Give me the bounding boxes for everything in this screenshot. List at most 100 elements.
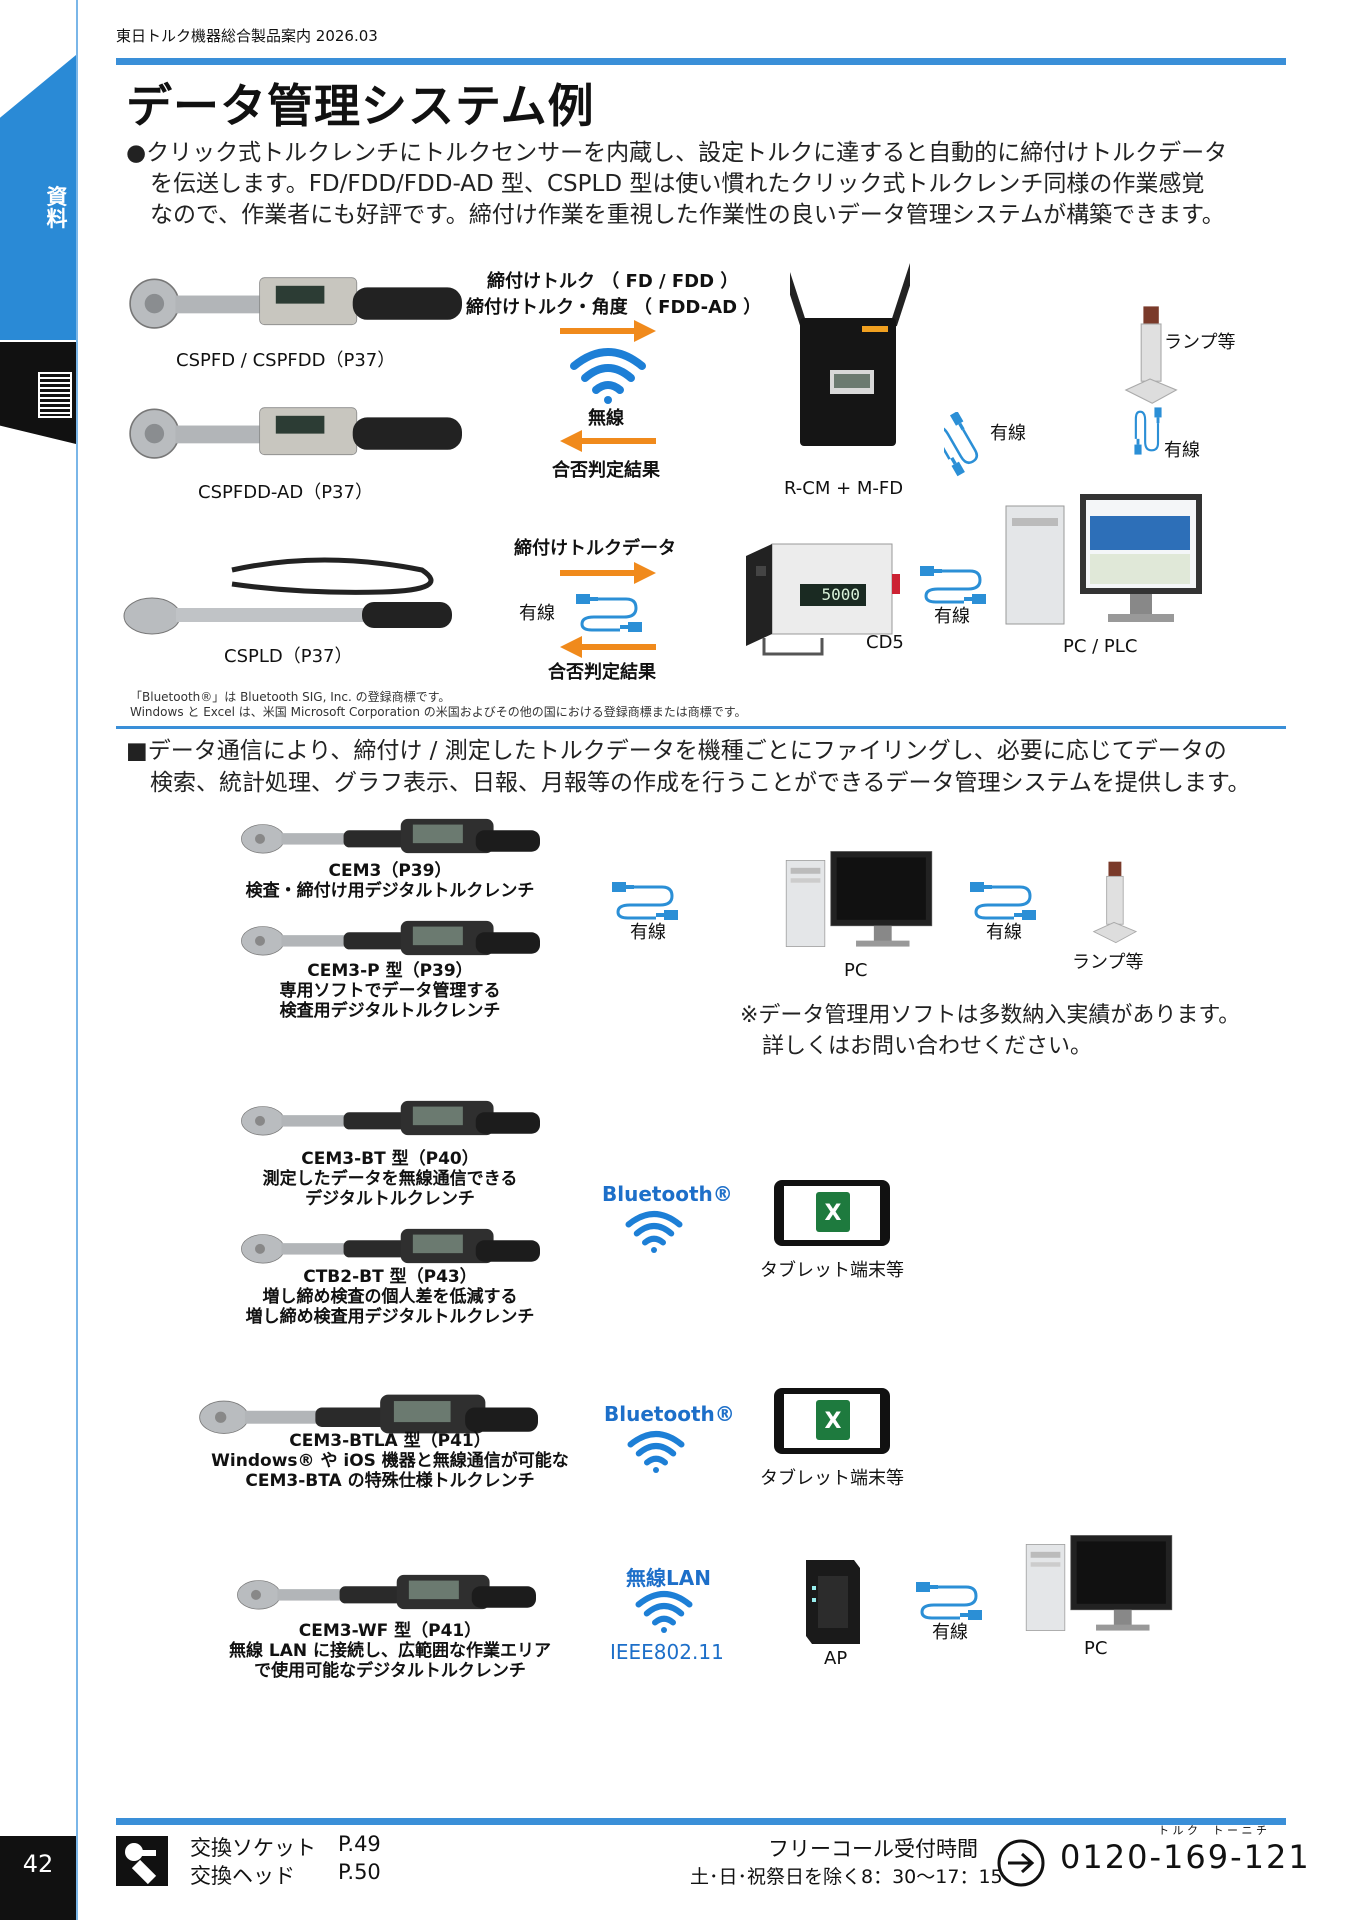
cd5-device-image: 5000: [742, 534, 902, 656]
tablet-image-2: [772, 1386, 892, 1456]
ieee-label: IEEE802.11: [610, 1640, 724, 1664]
cspfdd-ad-wrench-image: [122, 392, 462, 472]
cable-icon-c: [574, 588, 644, 638]
cem3bt-name: CEM3-BT 型（P40）: [301, 1149, 479, 1169]
wireless-label: 無線: [588, 408, 624, 429]
pc-label-1: PC: [844, 960, 868, 981]
lamp-image-2: [1086, 858, 1142, 950]
cem3btla-desc-1: Windows® や iOS 機器と無線通信が可能な: [211, 1451, 569, 1471]
cem3btla-desc-2: CEM3-BTA の特殊仕様トルクレンチ: [245, 1471, 535, 1491]
cem3bt-desc-1: 測定したデータを無線通信できる: [262, 1169, 518, 1189]
section-divider: [116, 726, 1286, 729]
freecall-label: フリーコール受付時間: [768, 1837, 978, 1861]
cd5-display: 5000: [800, 584, 866, 606]
cspld-label: CSPLD（P37）: [224, 646, 353, 667]
tablet-image-1: [772, 1178, 892, 1248]
lamp-label-2: ランプ等: [1072, 952, 1144, 973]
cspld-wrench-image: [123, 557, 452, 635]
ap-label: AP: [824, 1648, 848, 1669]
cd5-label: CD5: [866, 632, 904, 653]
return-arrow-icon: [560, 430, 656, 452]
torque-label-line2: 締付けトルク・角度 （ FDD-AD ）: [466, 297, 762, 318]
bluetooth-wireless-icon-2: [626, 1428, 686, 1473]
cable-icon-b: [1114, 406, 1164, 482]
wired-label-c: 有線: [519, 603, 555, 624]
software-note-2: 詳しくはお問い合わせください。: [762, 1034, 1093, 1059]
ctb2bt-desc-2: 増し締め検査用デジタルトルクレンチ: [245, 1307, 535, 1327]
torque-label-line1: 締付けトルク （ FD / FDD ）: [487, 271, 739, 292]
freecall-phone[interactable]: 0120-169-121: [1060, 1838, 1311, 1876]
cem3wf-desc-2: で使用可能なデジタルトルクレンチ: [254, 1661, 526, 1681]
send-arrow-icon: [560, 320, 656, 342]
cem3btla-name: CEM3-BTLA 型（P41）: [289, 1431, 491, 1451]
book-icon: [38, 372, 72, 418]
cem3wf-name: CEM3-WF 型（P41）: [298, 1621, 482, 1641]
arrow-circle-icon: [997, 1839, 1045, 1887]
phone-ruby: ト ル ク ト ー ニ チ: [1158, 1824, 1267, 1837]
footer-head: 交換ヘッド: [190, 1864, 295, 1888]
bluetooth-wireless-icon-1: [624, 1208, 684, 1253]
footer-socket-page[interactable]: P.49: [338, 1832, 381, 1856]
result-label-1: 合否判定結果: [552, 460, 660, 481]
pc-plc-label: PC / PLC: [1063, 636, 1138, 657]
pc-image-1: [784, 850, 934, 954]
wireless-lan-icon: [634, 1588, 694, 1633]
wired-label-a: 有線: [990, 423, 1026, 444]
pc-image-2: [1024, 1534, 1174, 1638]
software-note-1: ※データ管理用ソフトは多数納入実績があります。: [740, 1003, 1241, 1028]
trademark-note-1: 「Bluetooth®」は Bluetooth SIG, Inc. の登録商標で…: [130, 690, 451, 704]
footer-rule: [116, 1818, 1286, 1825]
wireless-lan-label: 無線LAN: [626, 1566, 711, 1590]
wired-label-cem: 有線: [630, 922, 666, 943]
pc-plc-image: [1005, 494, 1202, 625]
result-label-2: 合否判定結果: [548, 662, 656, 683]
section2-line-2: 検索、統計処理、グラフ表示、日報、月報等の作成を行うことができるデータ管理システ…: [150, 770, 1251, 796]
page-title: データ管理システム例: [126, 79, 595, 133]
footer-socket: 交換ソケット: [190, 1836, 316, 1860]
cem3p-desc-1: 専用ソフトでデータ管理する: [279, 981, 501, 1001]
intro-line-3: なので、作業者にも好評です。締付け作業を重視した作業性の良いデータ管理システムが…: [150, 202, 1225, 228]
rcm-receiver-image: [790, 252, 910, 446]
intro-line-1: ●クリック式トルクレンチにトルクセンサーを内蔵し、設定トルクに達すると自動的に締…: [126, 140, 1228, 166]
trademark-note-2: Windows と Excel は、米国 Microsoft Corporati…: [130, 705, 747, 719]
ctb2bt-desc-1: 増し締め検査の個人差を低減する: [262, 1287, 518, 1307]
torque-data-label: 締付けトルクデータ: [514, 538, 676, 559]
side-tab-label: 資料: [46, 185, 68, 231]
section2-line-1: ■データ通信により、締付け / 測定したトルクデータを機種ごとにファイリングし、…: [126, 738, 1227, 764]
left-margin-rule: [76, 0, 78, 1920]
lamp-image: [1114, 302, 1186, 412]
ctb2bt-name: CTB2-BT 型（P43）: [303, 1267, 477, 1287]
footer-head-page[interactable]: P.50: [338, 1860, 381, 1884]
rcm-label: R-CM + M-FD: [784, 478, 904, 499]
page-number: 42: [0, 1836, 76, 1920]
freecall-hours: 土･日･祝祭日を除く8：30～17：15: [690, 1866, 1003, 1888]
cem3p-wrench-image: [240, 914, 540, 962]
cem3-wrench-image: [240, 812, 540, 860]
wired-label-d: 有線: [934, 606, 970, 627]
wired-label-ap: 有線: [932, 1622, 968, 1643]
ctb2bt-wrench-image: [240, 1220, 540, 1272]
wireless-icon: [568, 344, 648, 404]
socket-wrench-icon: [116, 1836, 168, 1886]
pc-label-2: PC: [1084, 1638, 1108, 1659]
intro-line-2: を伝送します。FD/FDD/FDD-AD 型、CSPLD 型は使い慣れたクリック…: [150, 171, 1205, 197]
tablet-label-2: タブレット端末等: [760, 1468, 904, 1489]
bluetooth-label-1: Bluetooth®: [602, 1182, 733, 1206]
cspfd-label: CSPFD / CSPFDD（P37）: [176, 350, 396, 371]
cem3-name: CEM3（P39）: [328, 861, 452, 881]
document-header: 東日トルク機器総合製品案内 2026.03: [116, 27, 378, 45]
cem3p-name: CEM3-P 型（P39）: [307, 961, 473, 981]
cem3bt-wrench-image: [240, 1090, 540, 1146]
wired-label-pc: 有線: [986, 922, 1022, 943]
cspfdd-ad-label: CSPFDD-AD（P37）: [198, 482, 373, 503]
cspfd-wrench-image: [122, 262, 462, 342]
result-arrow-icon: [560, 636, 656, 658]
cem3bt-desc-2: デジタルトルクレンチ: [305, 1189, 475, 1209]
cem3-desc: 検査・締付け用デジタルトルクレンチ: [245, 881, 535, 901]
tablet-label-1: タブレット端末等: [760, 1260, 904, 1281]
cem3p-desc-2: 検査用デジタルトルクレンチ: [279, 1001, 501, 1021]
lamp-label: ランプ等: [1164, 332, 1236, 353]
cem3wf-wrench-image: [236, 1564, 536, 1620]
cem3wf-desc-1: 無線 LAN に接続し、広範囲な作業エリア: [228, 1641, 552, 1661]
bluetooth-label-2: Bluetooth®: [604, 1402, 735, 1426]
